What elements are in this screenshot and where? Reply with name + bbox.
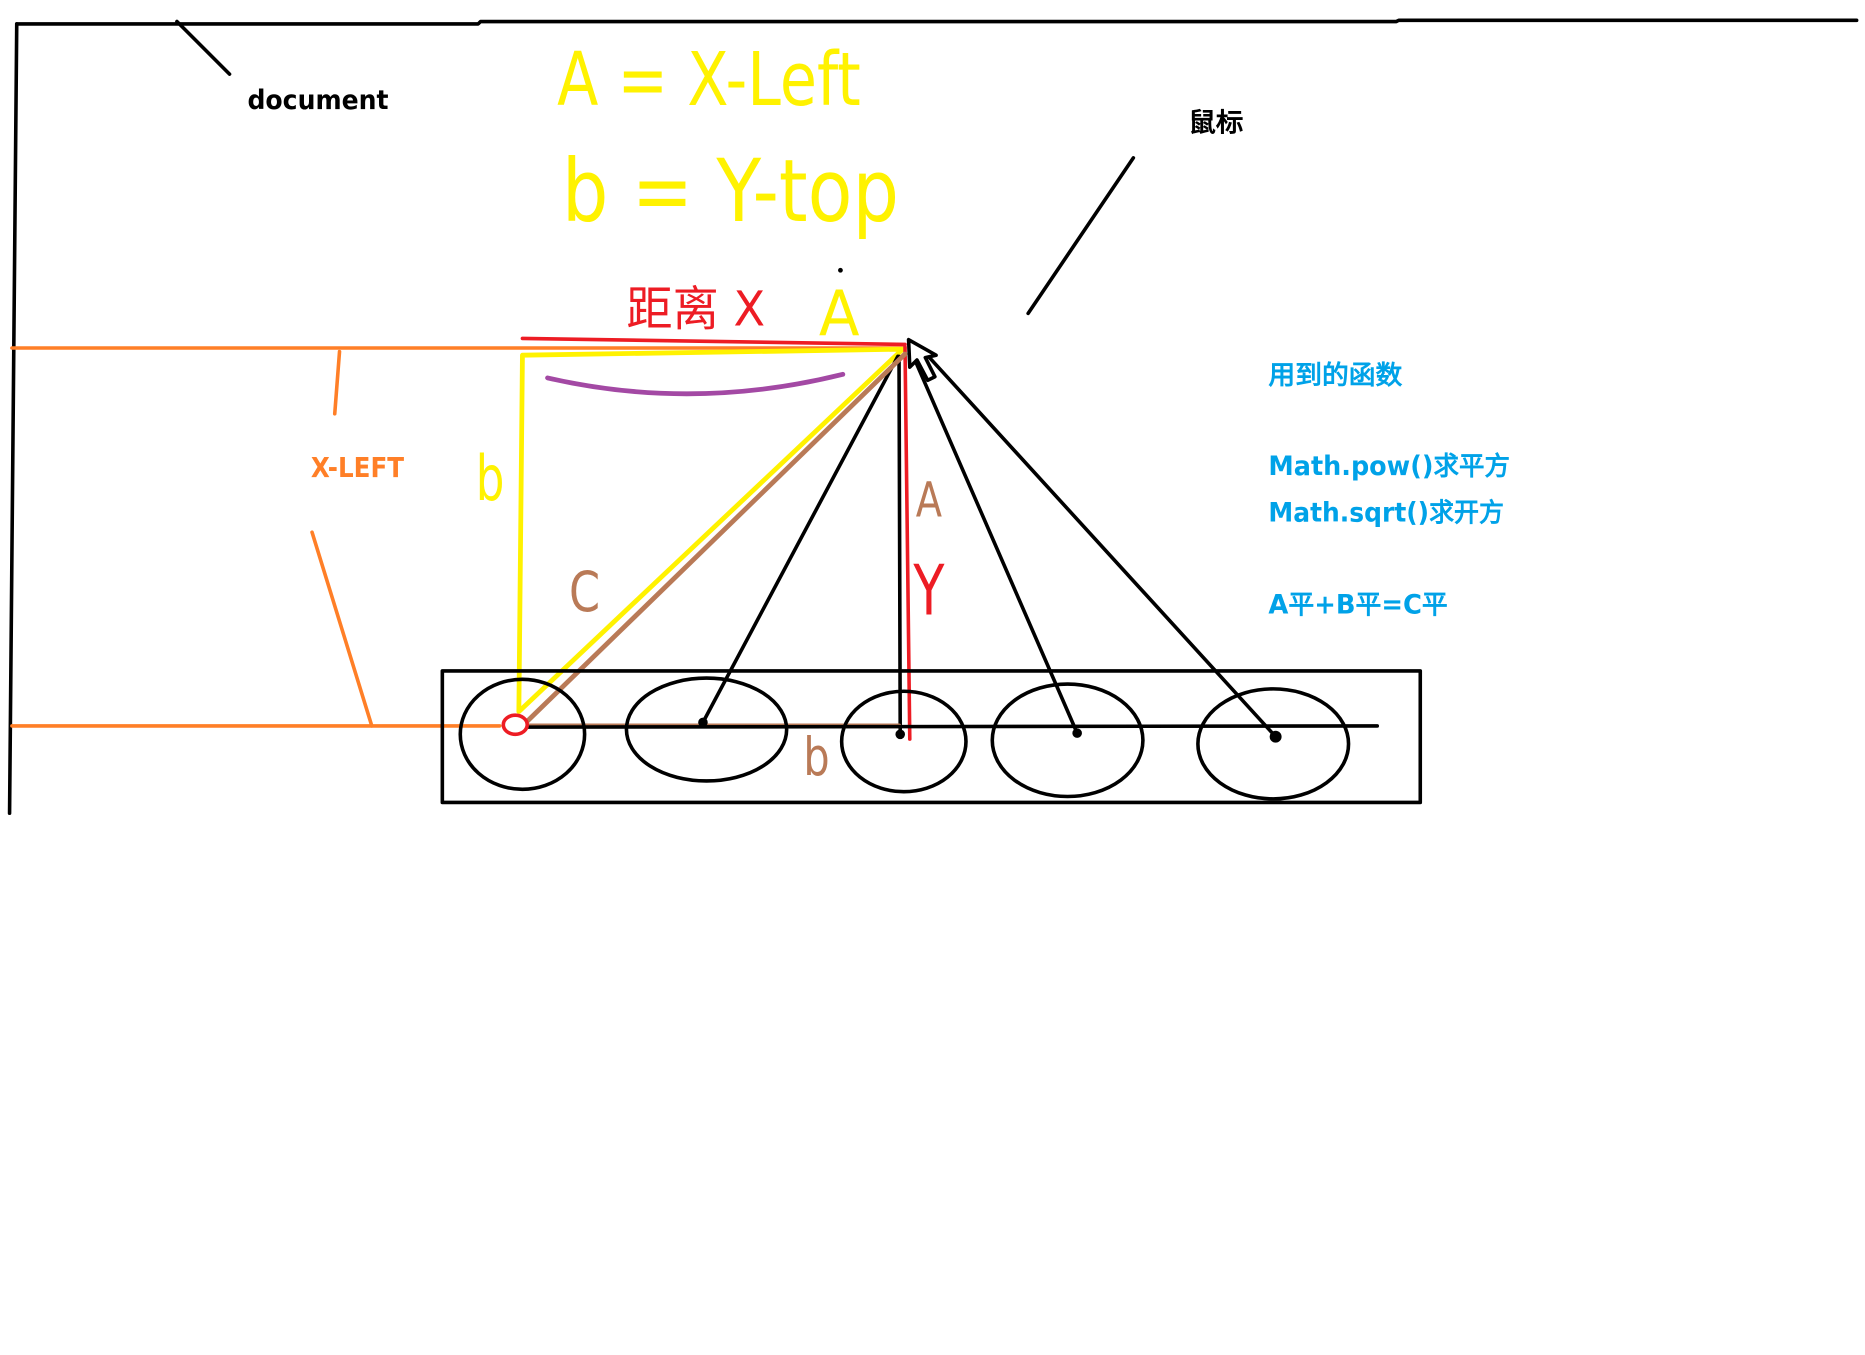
- x-left-label: X-LEFT: [311, 452, 404, 484]
- document-pointer-line: [175, 19, 232, 76]
- circle-element: [458, 677, 587, 792]
- brown-hypotenuse: [521, 351, 908, 728]
- mouse-cursor-icon: [906, 337, 938, 383]
- circle-element: [1196, 687, 1351, 801]
- small-dot: [838, 267, 843, 273]
- x-left-bracket-upper: [332, 349, 342, 416]
- brown-b-label: b: [803, 727, 829, 788]
- notes-pythagoras: A平+B平=C平: [1268, 591, 1447, 621]
- top-a-label: A: [819, 277, 860, 350]
- notes-title: 用到的函数: [1268, 360, 1403, 391]
- document-label: document: [247, 86, 388, 116]
- document-left-border: [7, 22, 19, 816]
- yellow-b-label: b: [476, 442, 505, 515]
- mouse-label: 鼠标: [1188, 109, 1243, 139]
- brown-a-label: A: [916, 474, 943, 529]
- circle-element: [839, 689, 968, 794]
- cursor-line: [921, 348, 1278, 739]
- notes-pow: Math.pow()求平方: [1268, 451, 1509, 482]
- brown-c-label: C: [569, 560, 600, 624]
- formula-b: b = Y-top: [562, 142, 899, 242]
- circle-center-dot: [1269, 730, 1282, 743]
- y-label: Y: [913, 552, 945, 632]
- y-distance-line: [903, 345, 912, 741]
- cursor-line: [897, 354, 903, 734]
- document-top-border: [14, 18, 1859, 26]
- angle-arc: [545, 371, 846, 397]
- distance-x-label: 距离 X: [626, 282, 765, 337]
- circle-element: [624, 676, 789, 783]
- cursor-line: [911, 354, 1079, 735]
- distance-x-line: [520, 336, 907, 347]
- cursor-line: [701, 354, 900, 725]
- element-container-box: [440, 669, 1423, 805]
- circle-center-dot: [1072, 728, 1082, 738]
- mouse-pointer-line: [1026, 156, 1136, 316]
- center-axis-line: [524, 724, 1380, 729]
- circle-center-dot: [698, 717, 708, 728]
- x-left-bracket-lower: [310, 530, 374, 728]
- notes-sqrt: Math.sqrt()求开方: [1268, 497, 1504, 528]
- circle-element: [990, 682, 1145, 799]
- yellow-triangle: [516, 346, 906, 714]
- circle-center-dot: [895, 729, 906, 740]
- origin-point-marker: [501, 713, 530, 737]
- formula-a: A = X-Left: [557, 37, 861, 123]
